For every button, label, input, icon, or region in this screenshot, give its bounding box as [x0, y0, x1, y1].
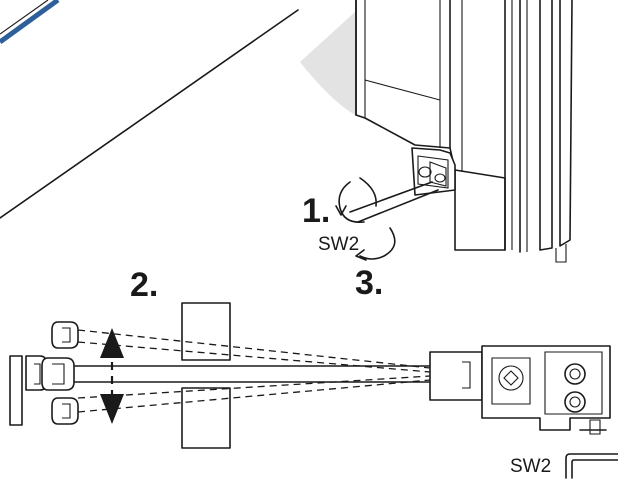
step-2-label: 2. [130, 266, 158, 304]
rotation-arrow-step1 [335, 177, 377, 224]
tool-label-top: SW2 [318, 234, 359, 255]
connecting-rod [54, 365, 471, 383]
allen-key-lines [349, 181, 439, 223]
rotation-arrow-step3 [355, 227, 396, 261]
tool-label-bottom: SW2 [510, 456, 551, 477]
door-profile [300, 0, 573, 263]
glass-panel-section [181, 302, 231, 449]
hinge-fitting [429, 345, 611, 435]
step-1-label: 1. [302, 192, 330, 230]
clamp-middle [9, 355, 75, 426]
panel-plane [0, 0, 299, 219]
dashed-alignment-lines [77, 329, 431, 413]
allen-key-icon [565, 453, 618, 479]
clamp-upper [51, 321, 79, 349]
step-3-label: 3. [355, 264, 383, 302]
vertical-adjust-arrow [100, 328, 124, 424]
clamp-lower [51, 397, 79, 425]
